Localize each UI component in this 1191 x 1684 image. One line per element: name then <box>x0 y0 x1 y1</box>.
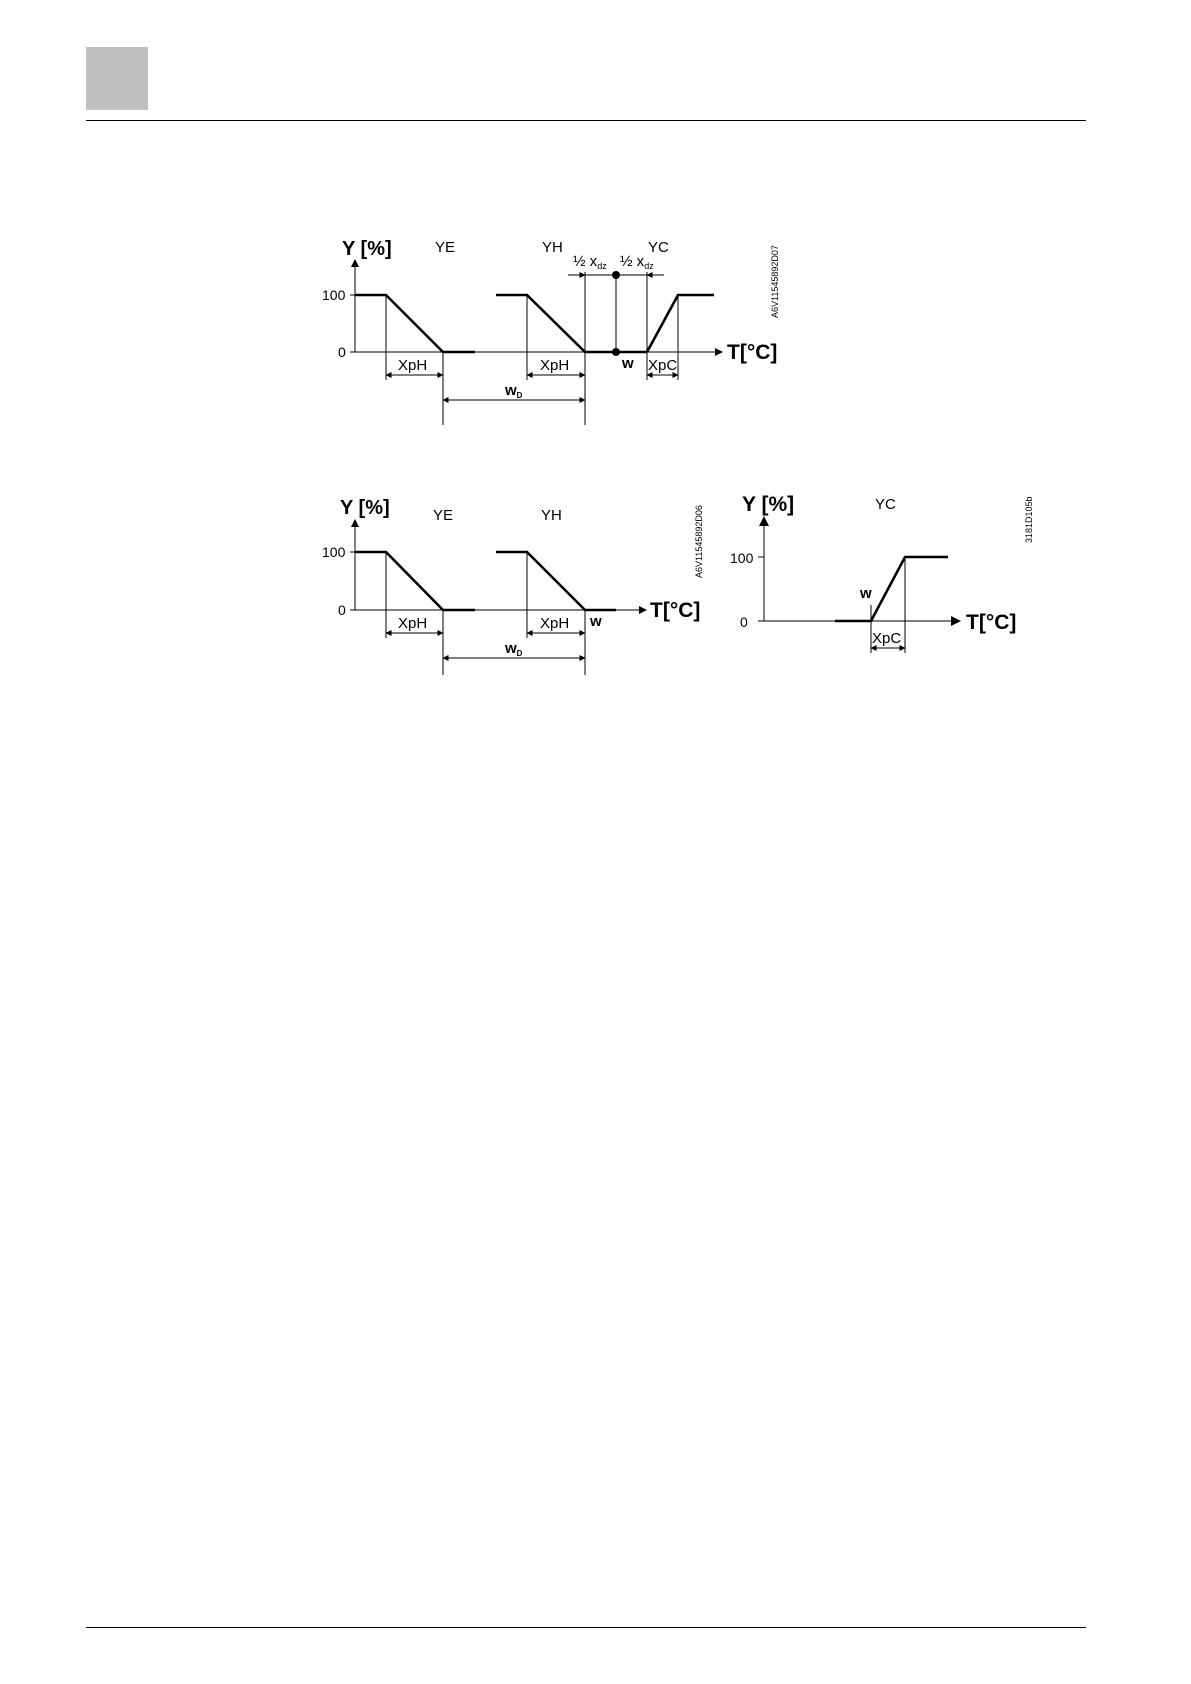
tick-100: 100 <box>730 550 754 566</box>
header-gray-block <box>86 47 148 110</box>
drawing-code: A6V11545892D07 <box>770 245 780 318</box>
curve-ye <box>355 295 475 352</box>
half-xdz-left-label: ½ xdz <box>573 253 607 271</box>
curve-yh <box>496 295 647 352</box>
setpoint-w-label: w <box>859 585 872 602</box>
x-axis-label: T[°C] <box>966 611 1016 634</box>
series-label-yh: YH <box>541 507 562 524</box>
wd-label: wD <box>504 640 523 658</box>
footer-rule <box>86 1627 1086 1628</box>
xph-label-1: XpH <box>398 615 427 632</box>
series-label-yc: YC <box>875 496 896 513</box>
tick-0: 0 <box>338 344 346 360</box>
series-label-yh: YH <box>542 239 563 256</box>
curve-yc <box>647 295 714 352</box>
tick-0: 0 <box>338 602 346 618</box>
curve-yh <box>496 552 616 610</box>
tick-100: 100 <box>322 287 346 303</box>
tick-0: 0 <box>740 614 748 630</box>
y-axis-label: Y [%] <box>742 493 794 516</box>
header-rule <box>86 120 1086 121</box>
diagram-yc: Y [%] T[°C] 100 0 YC w XpC 3181D105b <box>730 485 1030 665</box>
drawing-code: A6V11545892D06 <box>694 505 704 578</box>
tick-100: 100 <box>322 544 346 560</box>
curve-ye <box>355 552 475 610</box>
xpc-label: XpC <box>648 357 677 374</box>
drawing-code: 3181D105b <box>1024 496 1034 543</box>
x-axis-label: T[°C] <box>650 599 700 622</box>
setpoint-w-label: w <box>621 355 634 372</box>
setpoint-dot-axis <box>612 348 620 356</box>
diagram-ye-yh: Y [%] T[°C] 100 0 YE YH XpH XpH w wD A6V… <box>300 490 720 670</box>
xph-label-2: XpH <box>540 357 569 374</box>
y-axis-label: Y [%] <box>342 238 392 260</box>
series-label-ye: YE <box>435 239 455 256</box>
setpoint-w-label: w <box>589 613 602 630</box>
xph-label-1: XpH <box>398 357 427 374</box>
curve-yc <box>835 557 948 621</box>
series-label-yc: YC <box>648 239 669 256</box>
series-label-ye: YE <box>433 507 453 524</box>
xph-label-2: XpH <box>540 615 569 632</box>
y-axis-label: Y [%] <box>340 497 390 519</box>
xpc-label: XpC <box>872 630 901 647</box>
wd-label: wD <box>504 382 523 400</box>
x-axis-label: T[°C] <box>727 341 777 364</box>
diagram-ye-yh-yc-deadzone: Y [%] T[°C] 100 0 YE YH YC ½ xdz ½ xdz w… <box>300 220 800 420</box>
